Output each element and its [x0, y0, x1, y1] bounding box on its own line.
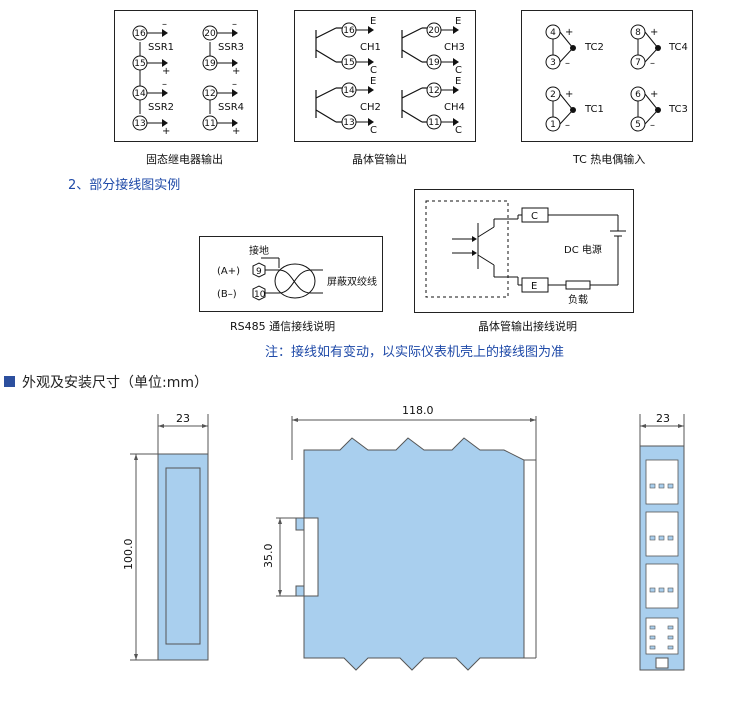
- ssr-terminal: 16: [134, 29, 146, 39]
- transistor-terminal: 20: [428, 26, 440, 36]
- tc-terminal: 4: [550, 28, 556, 38]
- transistor-terminal: 15: [343, 58, 354, 68]
- tc-label: TC4: [668, 42, 688, 53]
- transistor-terminal: 14: [343, 86, 355, 96]
- b-minus-label: (B–): [217, 289, 237, 300]
- transistor-example-panel: [414, 189, 634, 313]
- transistor-label: CH4: [444, 102, 465, 113]
- svg-text:+: +: [232, 126, 240, 137]
- ssr-terminal: 15: [134, 59, 145, 69]
- svg-text:C: C: [455, 125, 462, 136]
- rail-dimension: 35.0: [262, 544, 275, 569]
- transistor-caption: 晶体管输出: [352, 153, 407, 166]
- wiring-note: 注：接线如有变动，以实际仪表机壳上的接线图为准: [265, 345, 565, 360]
- ssr-caption: 固态继电器输出: [146, 153, 223, 166]
- back-view-drawing: 23: [639, 412, 685, 671]
- tc-terminal: 3: [550, 58, 556, 68]
- svg-text:E: E: [370, 76, 376, 87]
- section-marker: [4, 376, 15, 387]
- height-dimension: 100.0: [122, 539, 135, 571]
- tc-terminal: 6: [635, 90, 641, 100]
- svg-text:C: C: [455, 65, 462, 76]
- svg-text:C: C: [370, 125, 377, 136]
- svg-text:–: –: [232, 19, 237, 30]
- ssr-terminal: 19: [204, 59, 216, 69]
- tc-terminal: 5: [635, 120, 641, 130]
- rs485-terminal-10: 10: [254, 290, 266, 300]
- svg-text:+: +: [162, 126, 170, 137]
- svg-text:+: +: [162, 66, 170, 77]
- tc-label: TC2: [584, 42, 604, 53]
- section2-title: 2、部分接线图实例: [68, 178, 181, 193]
- section3-title: 外观及安装尺寸（单位:mm）: [22, 375, 208, 391]
- svg-text:–: –: [565, 120, 570, 131]
- emitter-label: E: [531, 281, 537, 292]
- ground-label: 接地: [249, 244, 269, 257]
- transistor-example-diagram: C E DC 电源 负载: [425, 200, 626, 306]
- rs485-diagram: 9 10 接地 (A+) (B–) 屏蔽双绞线: [217, 244, 377, 301]
- transistor-terminal: 16: [343, 26, 355, 36]
- tc-terminal: 7: [635, 58, 641, 68]
- side-view-drawing: 118.0 35.0: [262, 404, 537, 671]
- ssr-label: SSR4: [218, 102, 244, 113]
- svg-text:+: +: [650, 89, 658, 100]
- svg-text:–: –: [650, 120, 655, 131]
- transistor-output-panel: [294, 10, 476, 142]
- ssr-terminal: 11: [204, 119, 215, 129]
- svg-text:–: –: [162, 79, 167, 90]
- load-label: 负载: [568, 293, 588, 306]
- svg-text:–: –: [565, 58, 570, 69]
- dc-power-label: DC 电源: [564, 243, 602, 256]
- transistor-diagram: 16 15 14 13 20 19 12 11 CH1 CH2 CH3 CH4 …: [315, 16, 465, 136]
- svg-text:–: –: [232, 79, 237, 90]
- ssr-label: SSR2: [148, 102, 174, 113]
- ssr-label: SSR1: [148, 42, 174, 53]
- tc-label: TC3: [668, 104, 688, 115]
- transistor-label: CH3: [444, 42, 465, 53]
- transistor-terminal: 11: [428, 118, 439, 128]
- transistor-label: CH2: [360, 102, 381, 113]
- a-plus-label: (A+): [217, 266, 240, 277]
- transistor-example-caption: 晶体管输出接线说明: [478, 320, 577, 333]
- ssr-terminal: 12: [204, 89, 215, 99]
- rs485-terminal-9: 9: [256, 267, 262, 277]
- svg-text:+: +: [232, 66, 240, 77]
- svg-text:+: +: [565, 89, 573, 100]
- svg-text:–: –: [162, 19, 167, 30]
- ssr-terminal: 13: [134, 119, 145, 129]
- tc-diagram: 4 3 2 1 8 7 6 5 TC2 TC1 TC4 TC3 + – + – + –…: [545, 24, 688, 132]
- transistor-terminal: 13: [343, 118, 354, 128]
- svg-text:+: +: [650, 27, 658, 38]
- side-width-dimension: 118.0: [402, 404, 434, 417]
- collector-label: C: [531, 211, 538, 222]
- svg-text:C: C: [370, 65, 377, 76]
- svg-text:–: –: [650, 58, 655, 69]
- rs485-panel: [199, 236, 383, 312]
- tc-caption: TC 热电偶输入: [573, 153, 646, 166]
- ssr-terminal: 20: [204, 29, 216, 39]
- tc-terminal: 2: [550, 90, 556, 100]
- svg-text:E: E: [455, 76, 461, 87]
- rs485-caption: RS485 通信接线说明: [230, 320, 336, 333]
- transistor-label: CH1: [360, 42, 381, 53]
- svg-text:E: E: [370, 16, 376, 27]
- transistor-terminal: 19: [428, 58, 440, 68]
- svg-text:+: +: [565, 27, 573, 38]
- ssr-diagram: 16 15 14 13 20 19 12 11 SSR1 SSR2 SSR3 S…: [132, 19, 244, 137]
- transistor-terminal: 12: [428, 86, 439, 96]
- front-width-dimension: 23: [176, 412, 190, 425]
- tc-terminal: 8: [635, 28, 641, 38]
- svg-text:E: E: [455, 16, 461, 27]
- front-view-drawing: 23 100.0: [122, 412, 209, 661]
- ssr-terminal: 14: [134, 89, 146, 99]
- ssr-label: SSR3: [218, 42, 244, 53]
- back-width-dimension: 23: [656, 412, 670, 425]
- shielded-twisted-pair-label: 屏蔽双绞线: [327, 275, 377, 288]
- tc-terminal: 1: [550, 120, 556, 130]
- tc-label: TC1: [584, 104, 604, 115]
